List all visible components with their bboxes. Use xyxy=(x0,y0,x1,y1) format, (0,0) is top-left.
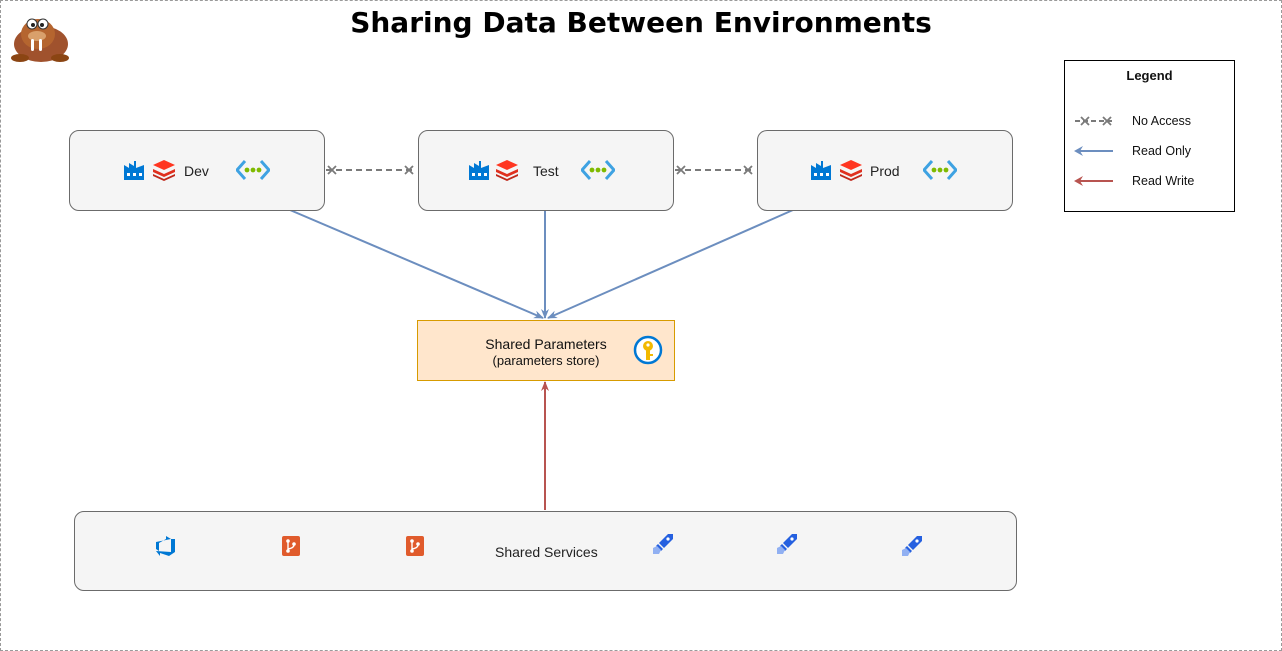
data-factory-icon xyxy=(124,161,144,180)
shared-parameters-box[interactable]: Shared Parameters (parameters store) xyxy=(417,320,675,381)
pipelines-icon xyxy=(902,536,922,556)
shared-parameters-title: Shared Parameters xyxy=(485,336,607,352)
key-vault-icon xyxy=(633,335,663,365)
virtual-network-icon xyxy=(236,160,270,180)
env-dev[interactable]: Dev xyxy=(69,130,325,211)
read-only-arrow-dev xyxy=(289,209,544,319)
legend-read-write-swatch xyxy=(1074,176,1113,186)
databricks-icon xyxy=(496,160,518,181)
no-access-link-dev-test xyxy=(326,165,415,175)
env-prod-label: Prod xyxy=(870,163,900,179)
no-access-link-test-prod xyxy=(675,165,755,175)
repos-icon xyxy=(406,536,424,556)
shared-services-label: Shared Services xyxy=(495,544,598,560)
legend-read-only-label: Read Only xyxy=(1132,144,1192,158)
databricks-icon xyxy=(840,160,862,181)
data-factory-icon xyxy=(811,161,831,180)
walrus-mascot-icon xyxy=(11,18,69,62)
legend-read-write-label: Read Write xyxy=(1132,174,1195,188)
virtual-network-icon xyxy=(581,160,615,180)
env-test-label: Test xyxy=(533,163,559,179)
env-dev-label: Dev xyxy=(184,163,209,179)
legend-no-access-swatch xyxy=(1075,116,1113,126)
legend-read-only-swatch xyxy=(1074,146,1113,156)
env-prod[interactable]: Prod xyxy=(757,130,1013,211)
legend: Legend No Access Read Only Read Write xyxy=(1064,60,1235,212)
azure-devops-icon xyxy=(156,536,175,556)
env-test[interactable]: Test xyxy=(418,130,674,211)
repos-icon xyxy=(282,536,300,556)
pipelines-icon xyxy=(653,534,673,554)
pipelines-icon xyxy=(777,534,797,554)
read-only-arrow-prod xyxy=(547,209,794,319)
shared-services-box[interactable]: Shared Services xyxy=(74,511,1017,591)
shared-parameters-subtitle: (parameters store) xyxy=(492,353,600,368)
virtual-network-icon xyxy=(923,160,957,180)
legend-no-access-label: No Access xyxy=(1132,114,1192,128)
diagram-title: Sharing Data Between Environments xyxy=(350,6,932,39)
databricks-icon xyxy=(153,160,175,181)
legend-title: Legend xyxy=(1126,68,1173,83)
data-factory-icon xyxy=(469,161,489,180)
